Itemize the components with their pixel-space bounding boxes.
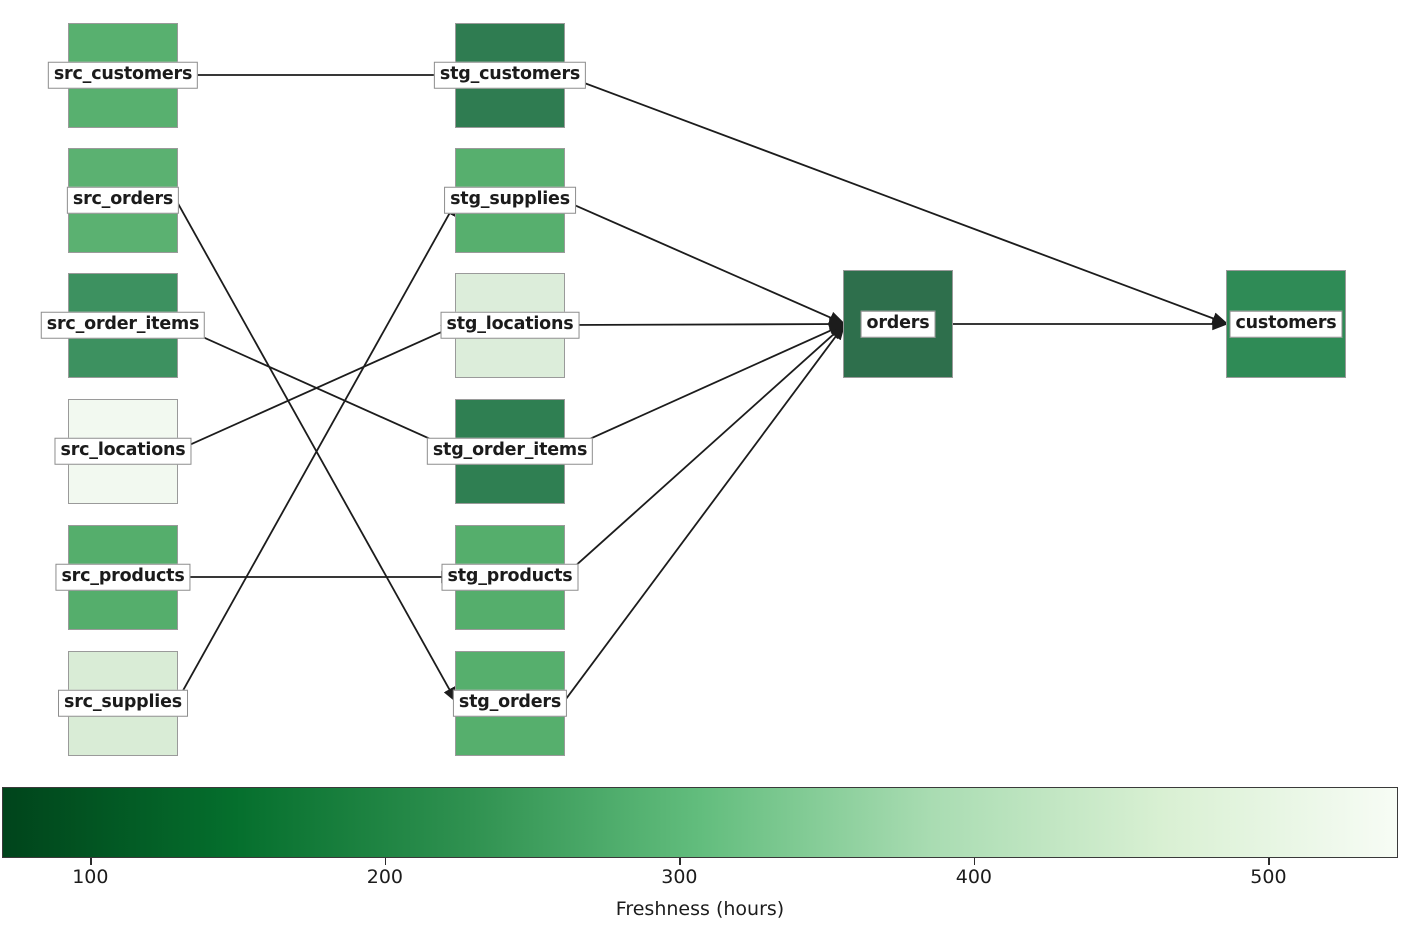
- edge-stg_supplies-to-orders: [563, 199, 846, 325]
- node-label-src_products: src_products: [55, 563, 191, 591]
- edge-stg_orders-to-orders: [562, 323, 846, 703]
- colorbar-tick-label-500: 500: [1250, 866, 1287, 888]
- colorbar-tick-100: [90, 858, 92, 865]
- edge-src_locations-to-stg_locations: [176, 324, 458, 452]
- edge-stg_locations-to-orders: [563, 317, 846, 331]
- colorbar-gradient: [2, 787, 1398, 858]
- node-label-stg_customers: stg_customers: [433, 61, 587, 89]
- node-label-stg_supplies: stg_supplies: [444, 186, 576, 214]
- colorbar-tick-label-300: 300: [661, 866, 698, 888]
- edge-src_orders-to-stg_orders: [175, 200, 458, 704]
- node-label-stg_order_items: stg_order_items: [426, 437, 594, 465]
- node-label-stg_products: stg_products: [441, 563, 579, 591]
- node-label-stg_locations: stg_locations: [440, 311, 580, 339]
- colorbar-tick-500: [1268, 858, 1270, 865]
- node-label-src_locations: src_locations: [54, 437, 192, 465]
- edge-layer: [175, 74, 1229, 704]
- node-label-customers: customers: [1229, 310, 1343, 338]
- colorbar-tick-label-200: 200: [366, 866, 403, 888]
- node-label-src_order_items: src_order_items: [40, 311, 206, 339]
- colorbar-tick-label-400: 400: [955, 866, 993, 888]
- colorbar-tick-200: [384, 858, 387, 865]
- colorbar: 100 200 300 400 500 Freshness (hours): [0, 780, 1410, 926]
- node-label-src_supplies: src_supplies: [58, 689, 188, 717]
- edge-src_order_items-to-stg_order_items: [176, 324, 458, 452]
- edge-stg_products-to-orders: [563, 323, 846, 577]
- node-label-orders: orders: [860, 310, 936, 338]
- colorbar-tick-label-100: 100: [72, 866, 109, 888]
- node-label-stg_orders: stg_orders: [452, 689, 568, 717]
- colorbar-axis-label: Freshness (hours): [615, 898, 785, 920]
- colorbar-tick-400: [973, 858, 976, 865]
- edge-src_supplies-to-stg_supplies: [175, 199, 458, 703]
- edge-stg_order_items-to-orders: [563, 323, 846, 452]
- node-label-src_orders: src_orders: [66, 186, 180, 214]
- node-label-src_customers: src_customers: [47, 61, 199, 89]
- colorbar-tick-300: [679, 858, 681, 865]
